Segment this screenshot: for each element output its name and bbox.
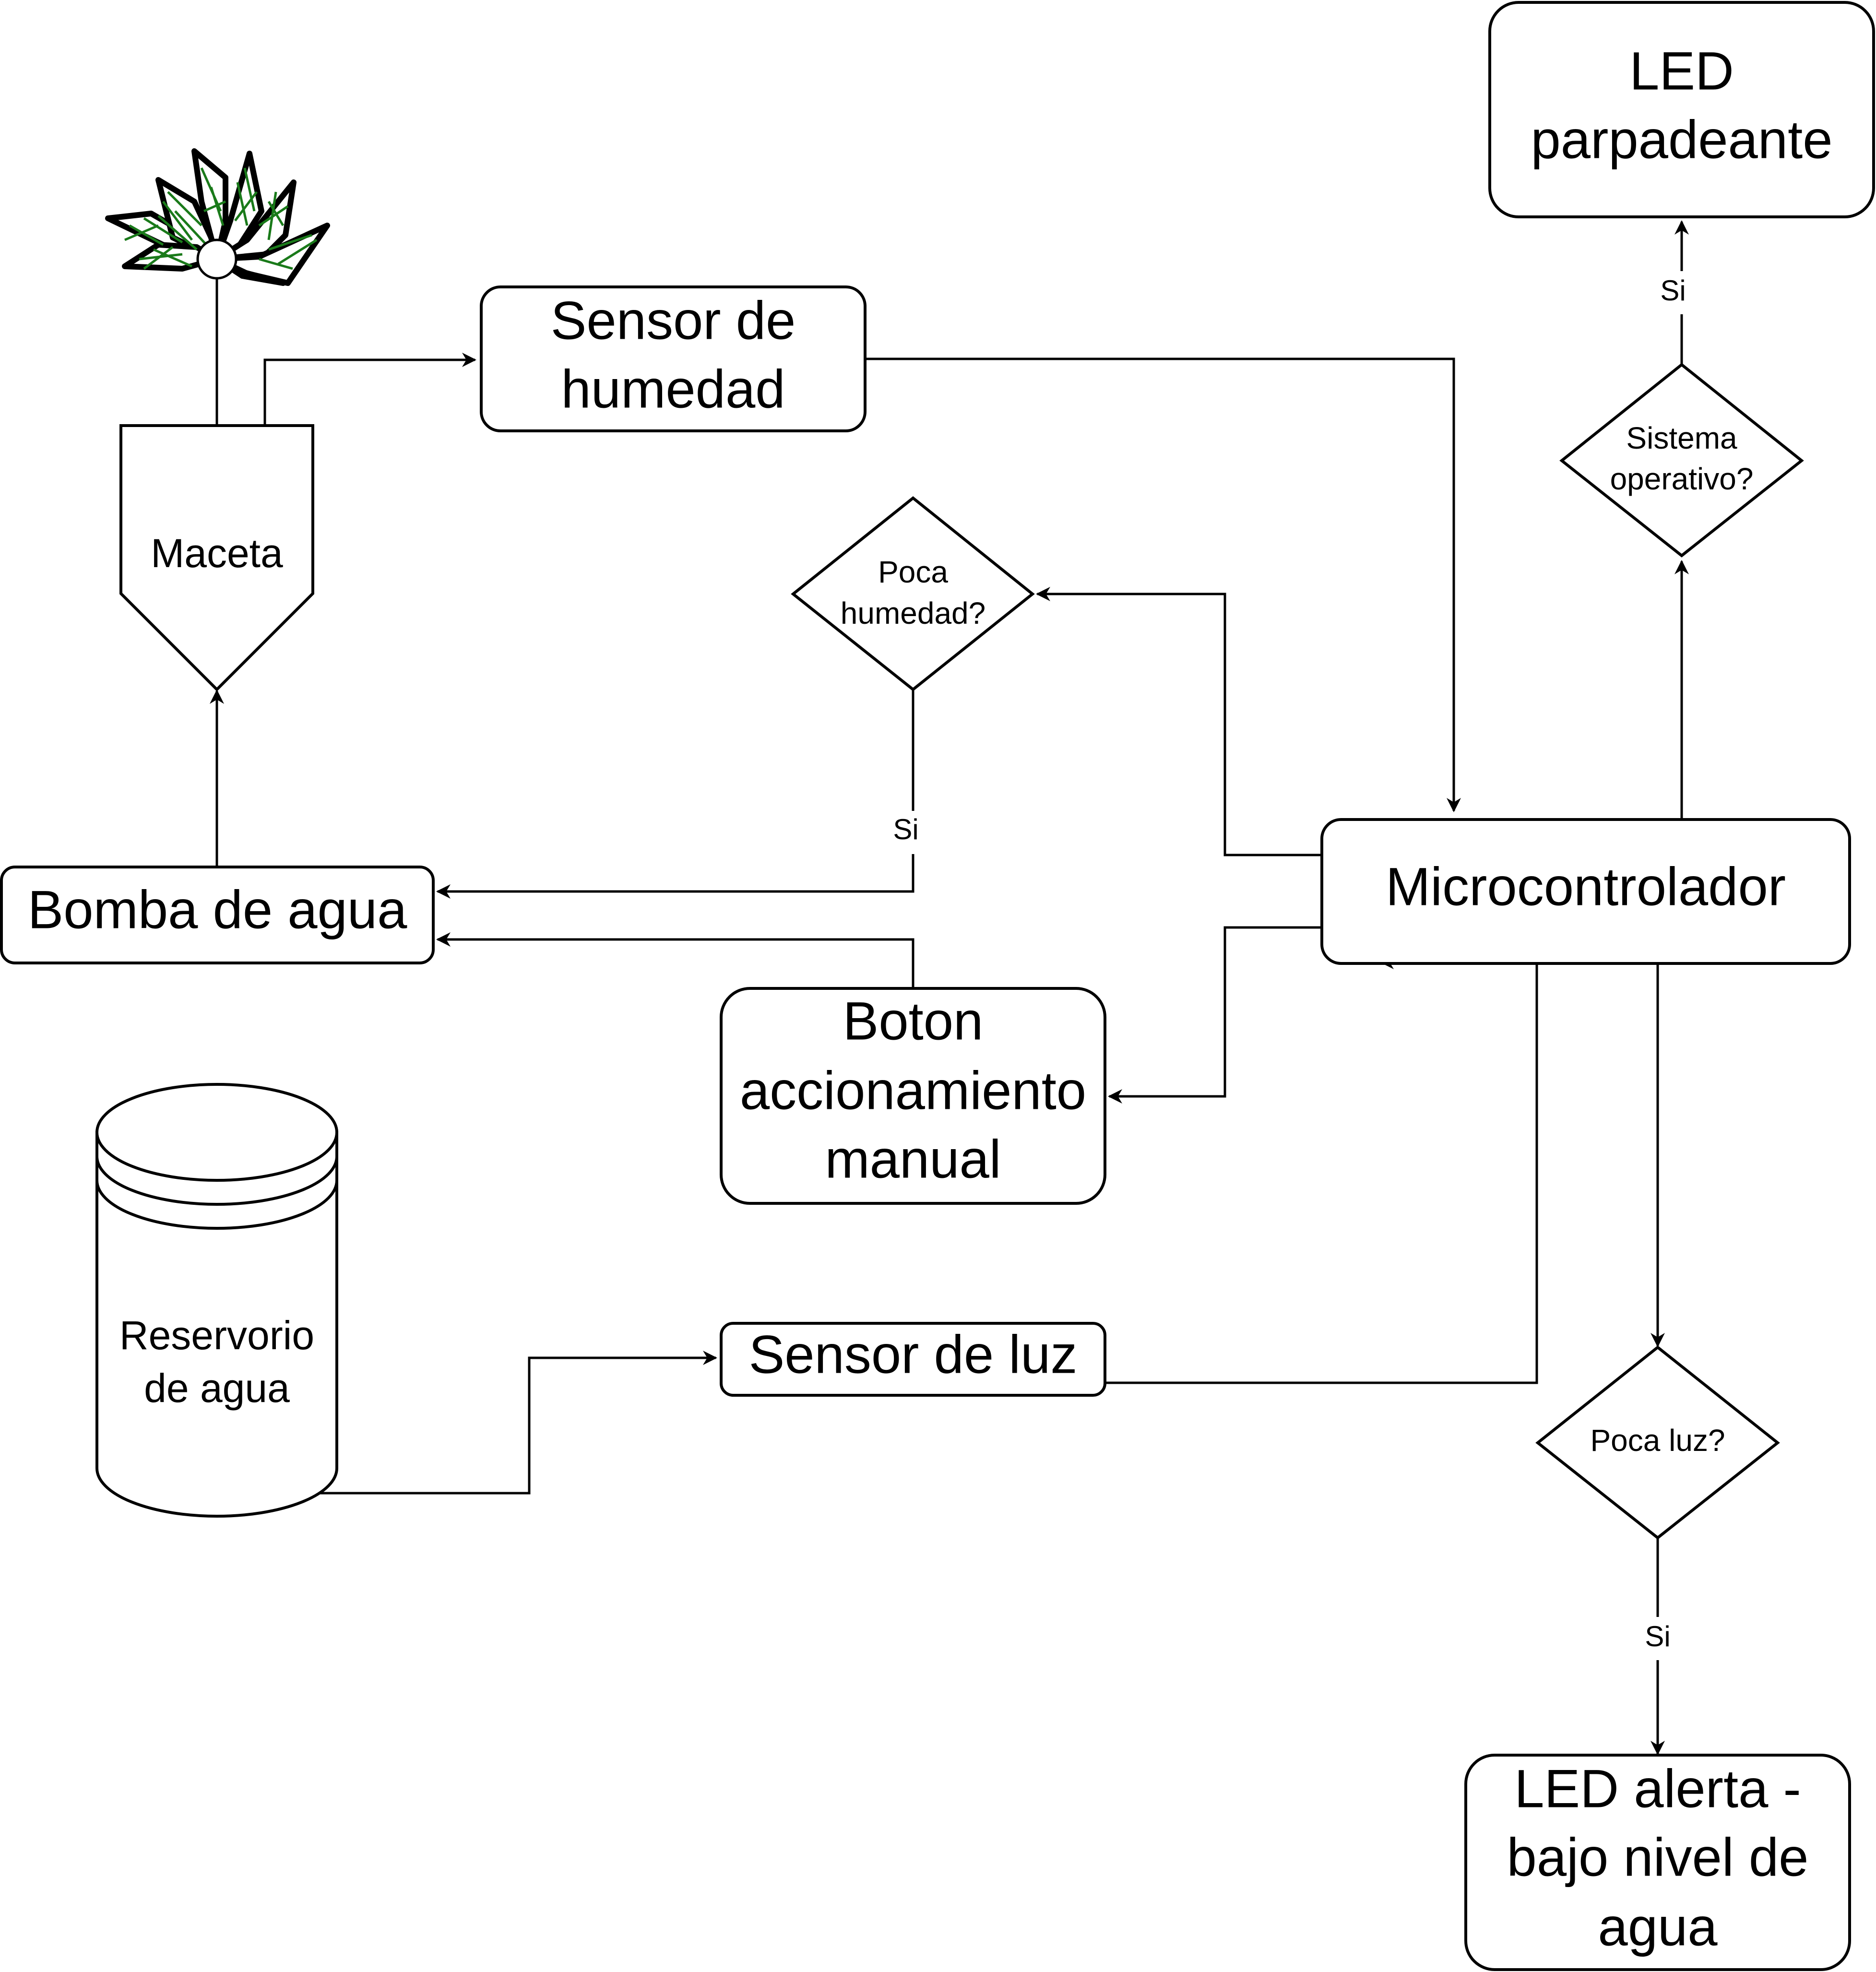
node-led-blinking[interactable]: LED parpadeante xyxy=(1488,1,1875,218)
edge-micro-to-humidity-check xyxy=(1036,587,1320,856)
node-humidity-check-line2: humedad? xyxy=(841,596,985,630)
node-system-check[interactable]: Sistema operativo? xyxy=(1559,363,1804,558)
node-humidity-sensor-line1: Sensor de xyxy=(551,291,796,351)
node-water-reservoir-line1: Reservorio xyxy=(119,1313,314,1358)
node-water-pump-label: Bomba de agua xyxy=(28,880,408,940)
edge-label-yes-humidity: Si xyxy=(893,813,918,845)
node-light-sensor-label: Sensor de luz xyxy=(749,1325,1078,1385)
node-humidity-sensor-line2: humedad xyxy=(561,359,785,419)
edge-humidity-check-to-pump xyxy=(436,689,914,899)
node-manual-button-line1: Boton xyxy=(843,991,984,1051)
node-led-blinking-line1: LED xyxy=(1629,41,1734,101)
node-pot-label: Maceta xyxy=(151,531,283,576)
edge-humidity-sensor-to-micro xyxy=(866,357,1461,812)
node-manual-button-line2: accionamiento xyxy=(740,1061,1086,1121)
node-pot[interactable]: Maceta xyxy=(119,424,314,692)
node-led-alert[interactable]: LED alerta - bajo nivel de agua xyxy=(1464,1754,1851,1971)
node-water-reservoir-line2: de agua xyxy=(144,1366,290,1411)
node-led-blinking-line2: parpadeante xyxy=(1531,110,1832,170)
node-light-check[interactable]: Poca luz? xyxy=(1535,1345,1780,1540)
node-manual-button-line3: manual xyxy=(825,1129,1001,1189)
edge-label-yes-light: Si xyxy=(1645,1620,1670,1652)
node-water-reservoir[interactable]: Reservorio de agua xyxy=(95,1083,338,1518)
node-microcontroller-label: Microcontrolador xyxy=(1386,857,1786,917)
node-light-sensor[interactable]: Sensor de luz xyxy=(720,1322,1106,1397)
edge-light-sensor-to-micro xyxy=(1104,955,1538,1384)
plant-icon xyxy=(105,148,330,286)
node-led-alert-line3: agua xyxy=(1598,1897,1718,1957)
node-led-alert-line1: LED alerta - xyxy=(1514,1759,1801,1819)
node-light-check-label: Poca luz? xyxy=(1590,1423,1725,1458)
edge-label-yes-system: Si xyxy=(1660,274,1686,307)
edge-button-to-pump xyxy=(436,932,914,987)
node-humidity-check[interactable]: Poca humedad? xyxy=(791,496,1035,691)
edge-micro-to-button xyxy=(1108,926,1320,1104)
node-water-pump[interactable]: Bomba de agua xyxy=(0,866,435,964)
edge-reservoir-to-light-sensor xyxy=(314,1351,717,1495)
edge-pot-to-humidity-sensor xyxy=(263,353,476,425)
node-microcontroller[interactable]: Microcontrolador xyxy=(1320,818,1851,965)
node-system-check-line1: Sistema xyxy=(1626,421,1737,455)
node-led-alert-line2: bajo nivel de xyxy=(1507,1828,1809,1888)
node-humidity-check-line1: Poca xyxy=(878,555,948,589)
node-manual-button[interactable]: Boton accionamiento manual xyxy=(720,987,1106,1205)
node-system-check-line2: operativo? xyxy=(1610,462,1754,496)
node-humidity-sensor[interactable]: Sensor de humedad xyxy=(480,285,867,432)
